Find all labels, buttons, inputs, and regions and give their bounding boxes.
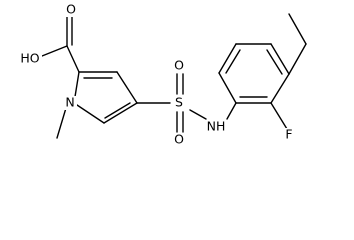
atom-label-carbonyl-oxygen: O (66, 2, 76, 17)
bond-aryl-fluorine (270, 102, 288, 130)
molecule-drawing: HO O N S O O NH F (18, 1, 307, 147)
bond-benzene-4-inner (266, 49, 283, 75)
chemical-structure-diagram: HO O N S O O NH F (18, 1, 307, 147)
carboxylic-acid-group (36, 16, 80, 73)
atom-label-sulfonyl-oxygen-bottom: O (174, 132, 184, 147)
bond-benzene-4 (270, 43, 290, 75)
bond-sulfur-to-nh (189, 109, 207, 120)
bond-pyrrole-c4-c5 (103, 102, 138, 124)
bond-aryl-methyl (288, 43, 307, 75)
atom-labels: HO O N S O O NH F (18, 2, 295, 147)
bond-pyrrole-c3-c4 (116, 71, 138, 104)
bond-benzene-2-inner (225, 49, 241, 74)
atom-label-ring-nitrogen: N (65, 95, 74, 110)
atom-label-amide-nitrogen: NH (207, 119, 226, 134)
benzene-ring (218, 13, 307, 130)
bond-cooh-c-to-ring (66, 45, 80, 73)
bond-n-methyl (56, 107, 67, 139)
atom-label-fluorine: F (285, 127, 292, 142)
atom-label-hydroxyl: HO (20, 51, 39, 66)
bond-pyrrole-c5-n1 (73, 102, 105, 124)
atom-label-sulfonyl-oxygen-top: O (174, 58, 184, 73)
bond-benzene-2 (218, 43, 237, 74)
sulfonamide-group (136, 73, 207, 133)
bond-methyl-tip (288, 13, 307, 45)
pyrrole-ring (56, 71, 138, 139)
bond-benzene-1 (218, 72, 237, 104)
bond-pyrrole-c4-c5-inner (104, 102, 131, 119)
bond-benzene-5 (270, 73, 290, 104)
atom-label-sulfonyl-sulfur: S (175, 95, 183, 110)
bond-nh-to-ring (226, 102, 237, 120)
